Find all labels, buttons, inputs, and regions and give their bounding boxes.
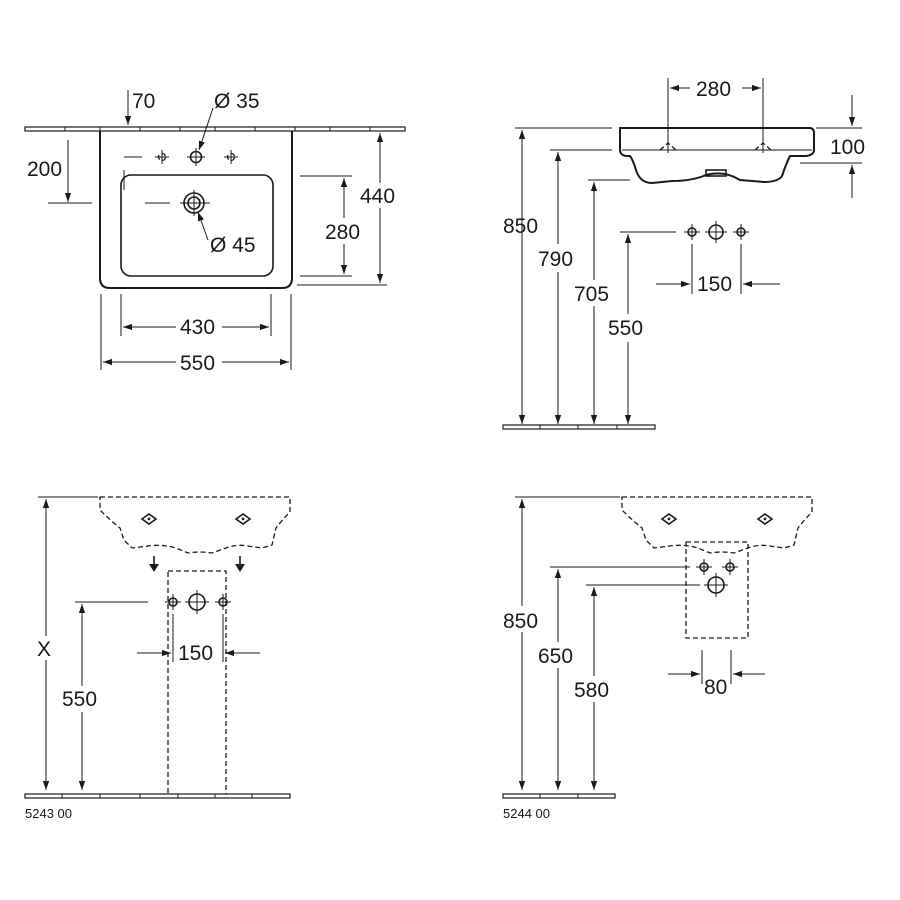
floor-tiles [502,793,616,799]
dim-150-side: 150 [697,273,732,296]
connection-symbol [696,559,738,597]
dim-850-semi: 850 [503,610,538,633]
waste-hole-marker [145,190,210,216]
dim-790: 790 [538,248,573,271]
semi-pedestal-outline [685,541,749,639]
optional-tap-hole-right-icon [224,150,238,164]
dim-440: 440 [360,185,395,208]
side-view: 280 100 850 790 705 550 [502,78,865,430]
dim-550-side: 550 [608,317,643,340]
floor-tiles [24,793,291,799]
semi-pedestal-view: 850 650 580 80 5244 00 [502,496,813,821]
dim-waste: Ø 45 [210,234,256,257]
dim-100: 100 [830,136,865,159]
optional-tap-hole-left-icon [155,150,169,164]
connection-symbol [684,221,749,243]
connection-symbol [165,590,231,614]
dim-850-side: 850 [503,215,538,238]
dim-550-width: 550 [180,352,215,375]
tap-hole-marker [187,148,205,166]
top-view: 70 Ø 35 Ø 45 200 280 440 430 550 [24,90,406,375]
dim-tap-hole: Ø 35 [214,90,260,113]
dim-580: 580 [574,679,609,702]
dim-650: 650 [538,645,573,668]
wall-tiles [24,126,406,132]
tap-hole-marker [660,513,774,525]
basin-outline [99,131,293,289]
basin-outline-dashed [621,496,813,554]
basin-outline-dashed [99,496,291,554]
dim-280-top: 280 [325,221,360,244]
tap-hole-marker [659,78,772,153]
product-code: 5244 00 [503,806,550,821]
dim-430: 430 [180,316,215,339]
product-code: 5243 00 [25,806,72,821]
dim-550-pedestal: 550 [62,688,97,711]
dim-200: 200 [27,158,62,181]
dim-80: 80 [704,676,727,699]
down-arrow-icon [149,556,245,572]
dim-x: X [37,638,51,661]
dim-280-side: 280 [696,78,731,101]
dim-705: 705 [574,283,609,306]
floor-tiles [502,424,656,430]
dim-150-pedestal: 150 [178,642,213,665]
tap-hole-marker [140,513,252,525]
basin-bowl [120,174,274,277]
basin-elevation [619,127,815,185]
dim-overhang: 70 [132,90,155,113]
pedestal-view: X 550 150 5243 00 [24,496,291,821]
